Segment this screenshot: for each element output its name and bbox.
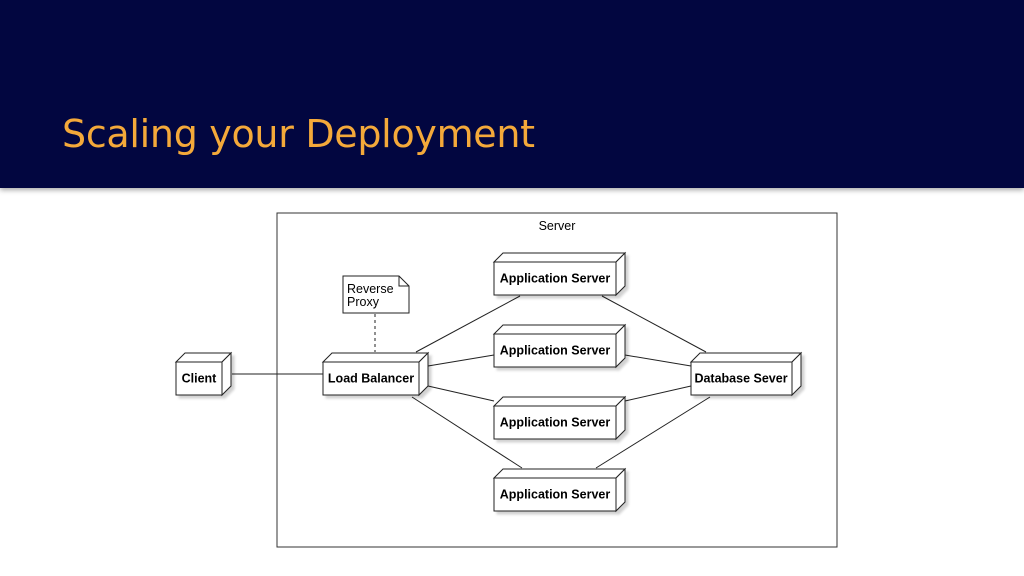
load-balancer-label: Load Balancer [328, 371, 414, 385]
connector-lb-app2 [427, 354, 495, 367]
client-label: Client [182, 371, 218, 385]
note-line-1: Reverse [347, 282, 394, 296]
connector-app1-db [601, 295, 707, 353]
connector-lb-app1 [415, 295, 521, 353]
database-node: Database Sever [689, 351, 803, 397]
app-server-label-1: Application Server [500, 271, 611, 285]
note-line-2: Proxy [347, 295, 380, 309]
connector-lb-app3 [427, 385, 495, 402]
connector-app2-db [624, 354, 692, 367]
slide-title: Scaling your Deployment [62, 112, 535, 156]
connector-app3-db [624, 385, 692, 402]
app-server-label-4: Application Server [500, 487, 611, 501]
client-node: Client [174, 351, 233, 397]
slide-header: Scaling your Deployment [0, 0, 1024, 188]
app-server-label-2: Application Server [500, 343, 611, 357]
database-label: Database Sever [694, 371, 787, 385]
app-server-node-3: Application Server [492, 395, 627, 441]
app-server-label-3: Application Server [500, 415, 611, 429]
server-container-label: Server [539, 219, 576, 233]
load-balancer-node: Load Balancer [321, 351, 430, 397]
app-server-node-1: Application Server [492, 251, 627, 297]
connections [232, 295, 711, 469]
connector-app4-db [595, 396, 711, 469]
app-server-node-2: Application Server [492, 323, 627, 369]
app-server-node-4: Application Server [492, 467, 627, 513]
reverse-proxy-note: Reverse Proxy [342, 275, 410, 314]
connector-lb-app4 [411, 396, 523, 469]
